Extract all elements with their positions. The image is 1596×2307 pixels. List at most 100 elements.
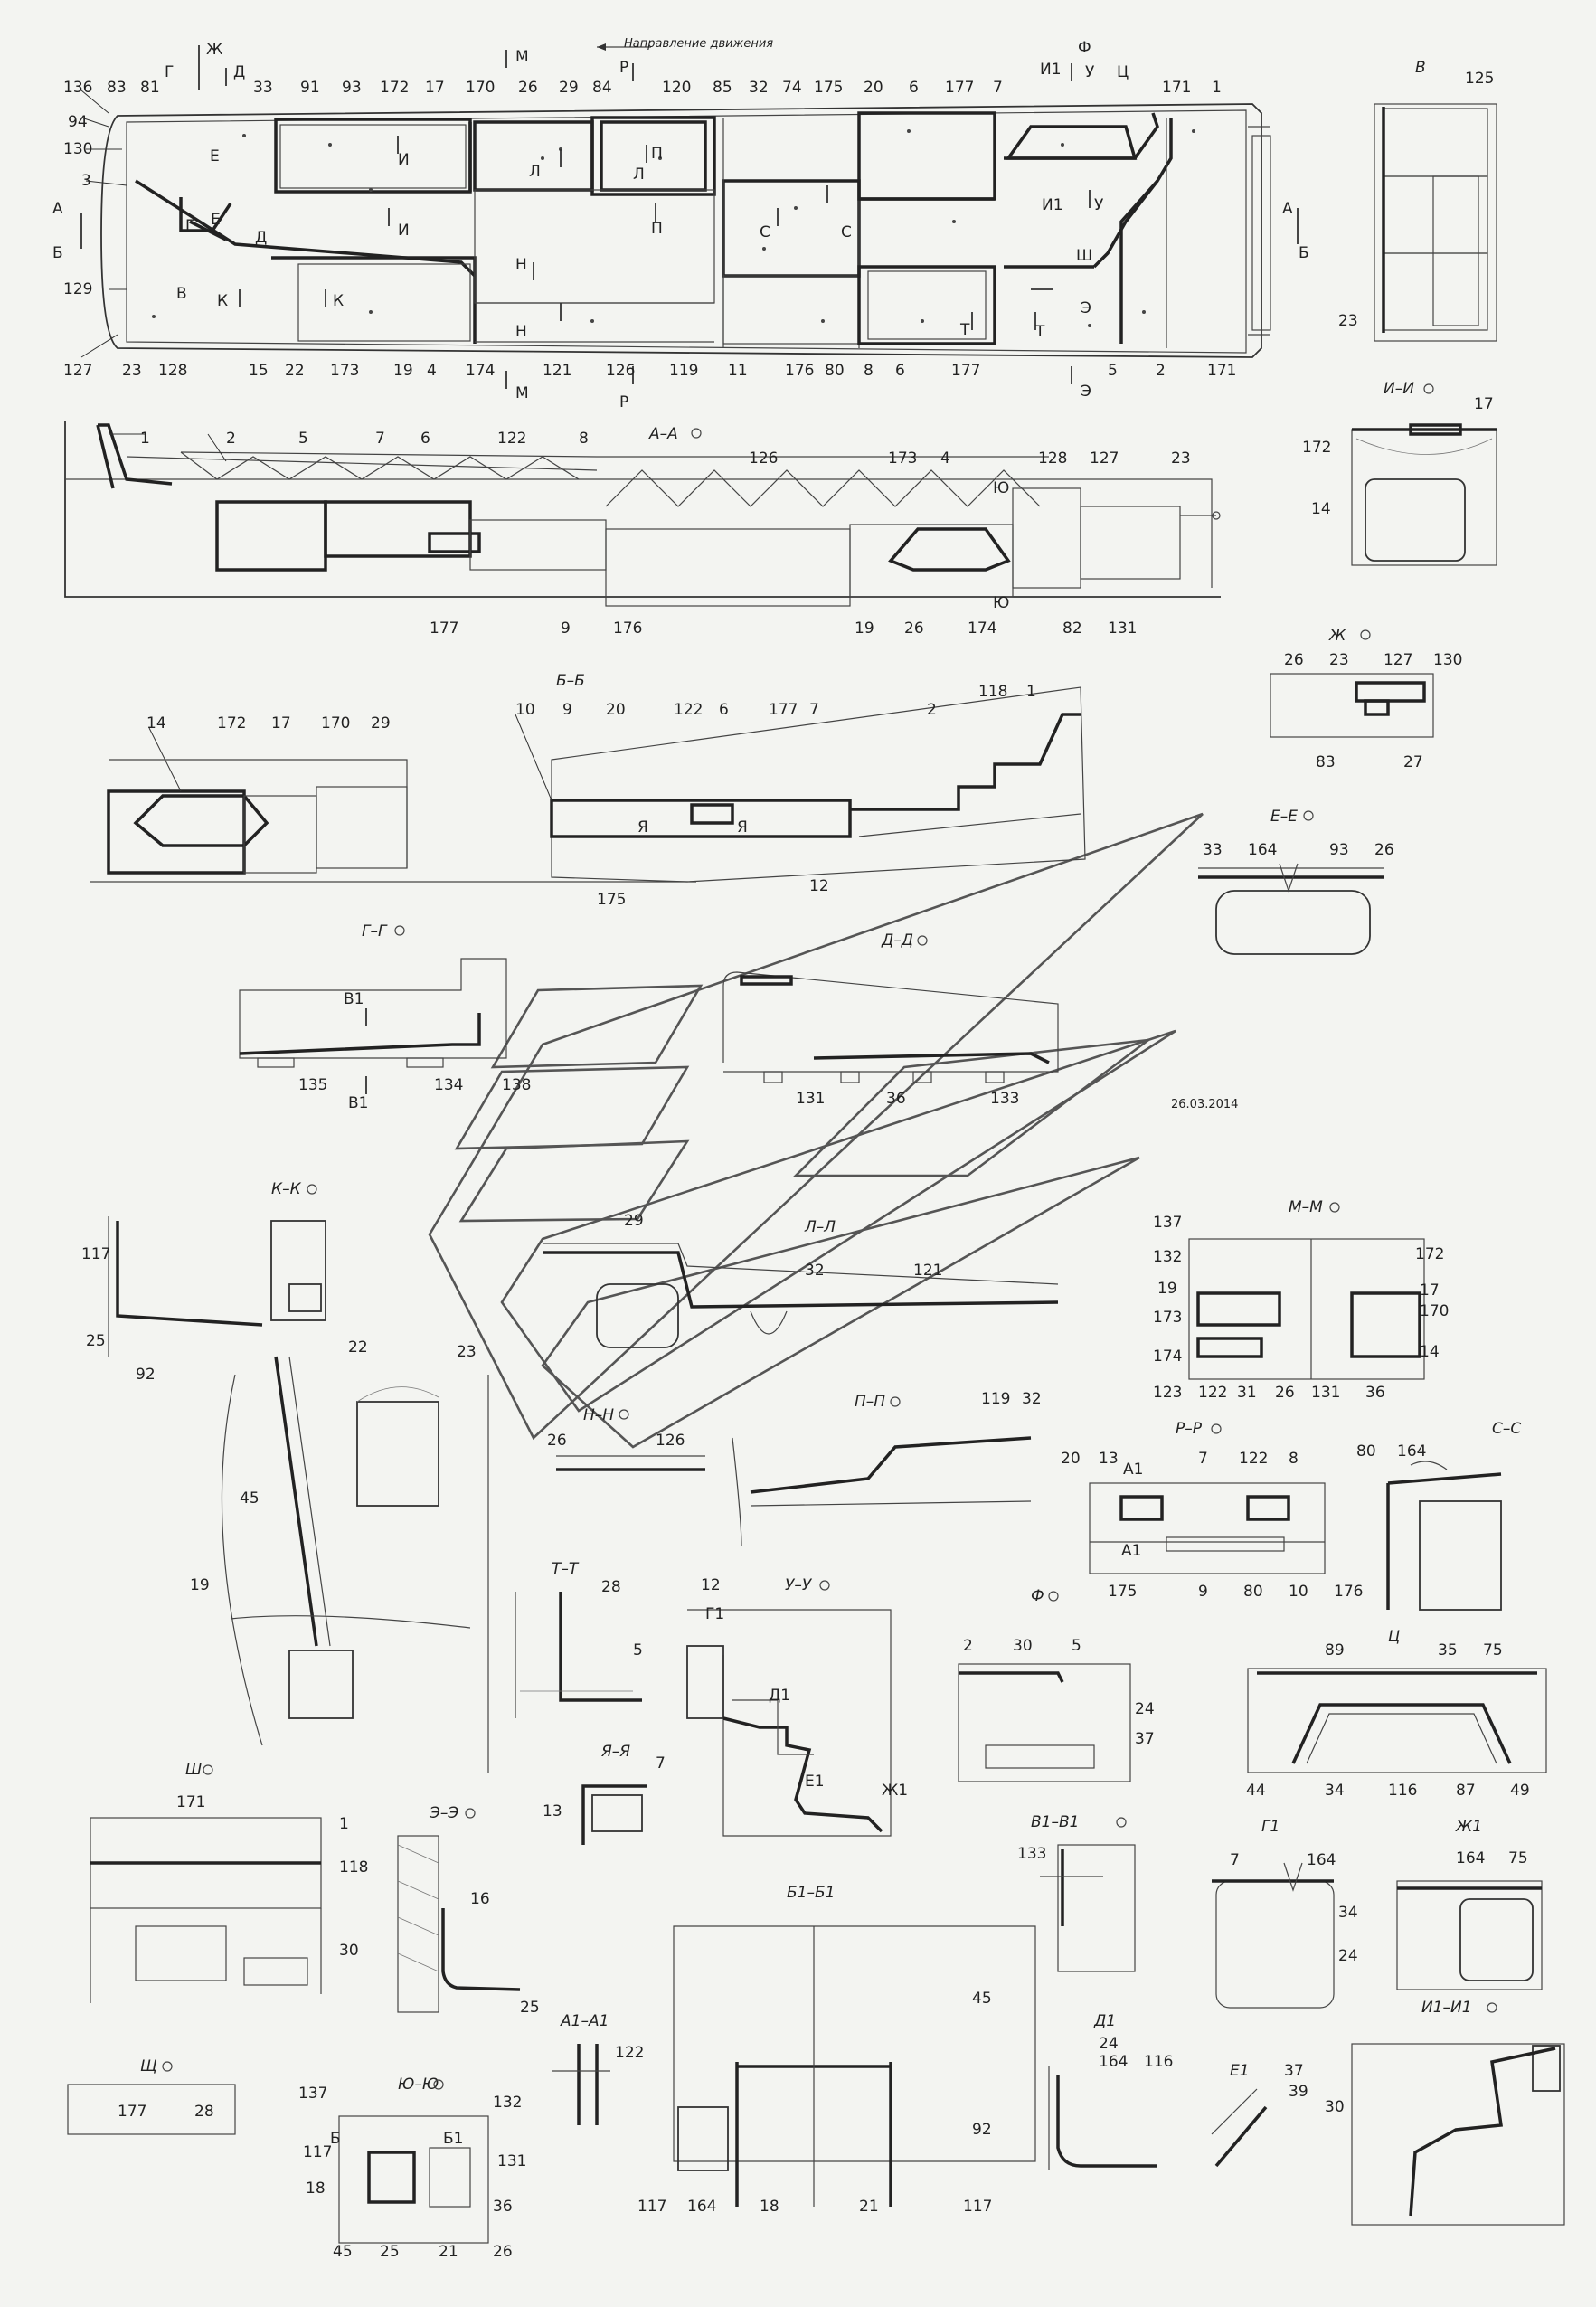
callout-label: У–У (785, 1576, 813, 1594)
callout-label: 26 (904, 619, 924, 638)
callout-label: 123 (1153, 1384, 1182, 1402)
callout-label: Б (330, 2130, 341, 2148)
callout-label: 120 (662, 79, 691, 97)
callout-label: 177 (430, 619, 458, 638)
callout-label: Ю (993, 594, 1009, 612)
callout-label: 31 (1237, 1384, 1257, 1402)
callout-label: 27 (1403, 753, 1423, 771)
callout-label: 80 (825, 362, 845, 380)
callout-label: 22 (285, 362, 305, 380)
callout-label: 6 (909, 79, 919, 97)
callout-label: 4 (427, 362, 437, 380)
callout-label: Р (619, 59, 628, 77)
section-b1b1: Б1–Б1 45 92 117 164 18 21 117 (637, 1884, 1036, 2216)
callout-label: 126 (749, 449, 778, 468)
callout-label: И (398, 222, 410, 240)
callout-label: 170 (321, 714, 350, 733)
callout-label: 126 (656, 1432, 685, 1450)
callout-label: 164 (1099, 2053, 1128, 2071)
callout-label: 17 (425, 79, 445, 97)
callout-label: И1 (1040, 61, 1062, 79)
callout-label: 129 (63, 280, 92, 298)
callout-label: 173 (888, 449, 917, 468)
callout-label: 21 (859, 2198, 879, 2216)
callout-label: П (651, 220, 663, 238)
callout-label: Г (165, 63, 174, 81)
callout-label: Ф (1031, 1587, 1044, 1605)
callout-label: 19 (190, 1576, 210, 1594)
callout-label: Н–Н (583, 1406, 614, 1424)
callout-label: 29 (559, 79, 579, 97)
callout-label: 137 (298, 2085, 327, 2103)
callout-label: 36 (493, 2198, 513, 2216)
callout-label: 170 (1420, 1302, 1449, 1320)
callout-label: 19 (1157, 1280, 1177, 1298)
plan-labels: 136 83 81 Г Ж Д 33 91 93 172 17 170 М 26… (52, 39, 1309, 411)
callout-label: 23 (457, 1343, 477, 1361)
callout-label: 32 (805, 1262, 825, 1280)
callout-label: Э (1081, 299, 1091, 317)
callout-label: 164 (687, 2198, 716, 2216)
callout-label: 92 (972, 2121, 992, 2139)
callout-label: 133 (1017, 1845, 1046, 1863)
callout-label: 91 (300, 79, 320, 97)
callout-label: 92 (136, 1366, 156, 1384)
plan-view: Направление движения (80, 37, 1299, 389)
section-yuyu: Ю–Ю 137 132 117 Б Б1 131 18 36 45 25 21 … (298, 2075, 526, 2261)
callout-label: 17 (271, 714, 291, 733)
view-v: В 125 23 (1338, 59, 1497, 342)
callout-label: 127 (1384, 651, 1412, 669)
callout-label: 134 (434, 1076, 463, 1094)
view-d1: Д1 24 164 116 (1048, 2012, 1173, 2170)
callout-label: 138 (502, 1076, 531, 1094)
callout-label: 17 (1474, 395, 1494, 413)
section-rr: Р–Р 20 13 А1 7 122 8 А1 175 9 80 10 176 (1061, 1420, 1363, 1601)
callout-label: Ф (1078, 39, 1091, 57)
callout-label: 26 (493, 2243, 513, 2261)
callout-label: 175 (814, 79, 843, 97)
callout-label: 12 (701, 1576, 721, 1594)
callout-label: 1 (1026, 683, 1036, 701)
view-shch: Щ 177 28 (67, 2057, 236, 2135)
callout-label: 6 (420, 430, 430, 448)
callout-label: 136 (63, 79, 92, 97)
callout-label: П (651, 145, 663, 163)
callout-label: 83 (1316, 753, 1336, 771)
callout-label: 174 (466, 362, 495, 380)
callout-label: Л (633, 165, 645, 184)
callout-label: 25 (86, 1332, 106, 1350)
callout-label: 9 (562, 701, 572, 719)
callout-label: 117 (81, 1245, 110, 1263)
section-dd: Д–Д 131 36 133 (722, 931, 1059, 1108)
section-yaya: Я–Я 7 13 (543, 1743, 666, 1845)
callout-label: 37 (1284, 2062, 1304, 2080)
callout-label: 25 (520, 1999, 540, 2017)
callout-label: 13 (543, 1802, 562, 1820)
callout-label: М (515, 384, 529, 402)
callout-label: 2 (963, 1637, 973, 1655)
callout-label: 4 (940, 449, 950, 468)
callout-label: 172 (1415, 1245, 1444, 1263)
watermark-logo (428, 812, 1204, 1449)
callout-label: 6 (719, 701, 729, 719)
callout-label: 23 (122, 362, 142, 380)
section-i1i1: И1–И1 30 (1325, 1999, 1565, 2226)
callout-label: 9 (1198, 1583, 1208, 1601)
callout-label: 75 (1483, 1641, 1503, 1659)
callout-label: Б–Б (556, 672, 585, 690)
callout-label: 17 (1420, 1281, 1440, 1300)
section-a1a1: А1–А1 122 (552, 2012, 644, 2125)
callout-label: В1 (348, 1094, 368, 1112)
callout-label: 172 (217, 714, 246, 733)
callout-label: 10 (1289, 1583, 1308, 1601)
callout-label: Е–Е (1270, 808, 1298, 826)
callout-label: 14 (1311, 500, 1331, 518)
callout-label: 24 (1135, 1700, 1155, 1718)
callout-label: 33 (253, 79, 273, 97)
callout-label: 176 (1334, 1583, 1363, 1601)
callout-label: У (1094, 196, 1104, 214)
callout-label: В1 (344, 990, 364, 1008)
callout-label: 74 (782, 79, 802, 97)
callout-label: 121 (913, 1262, 942, 1280)
